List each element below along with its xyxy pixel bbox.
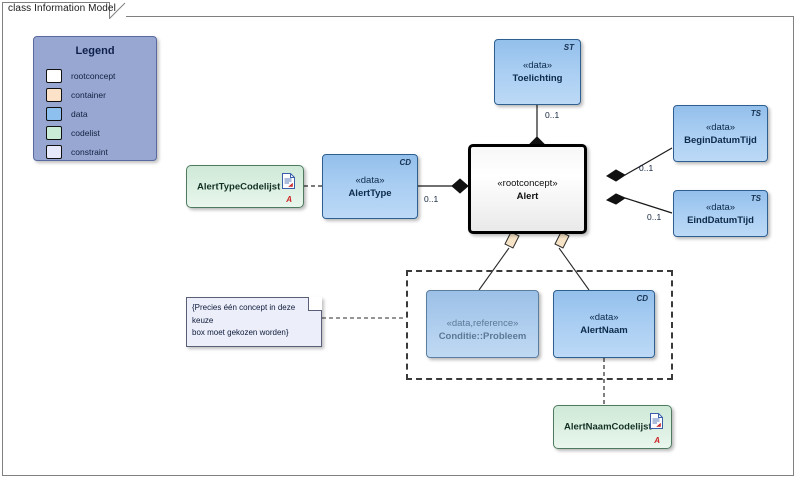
legend-swatch-container xyxy=(46,87,62,102)
node-name-alertnaam: AlertNaam xyxy=(580,325,628,336)
class-node-einddatumtijd[interactable]: TS «data» EindDatumTijd xyxy=(673,190,768,237)
note-fold-corner xyxy=(308,297,322,311)
multiplicity-toelichting: 0..1 xyxy=(545,110,560,120)
diagram-frame xyxy=(2,16,794,476)
node-body-conditie-probleem: «data,reference» Conditie::Probleem xyxy=(427,317,538,343)
node-body-toelichting: «data» Toelichting xyxy=(495,59,580,85)
document-icon xyxy=(282,173,295,194)
diagram-frame-tab xyxy=(2,2,110,18)
legend-panel: Legend rootconcept container data codeli… xyxy=(33,36,157,161)
node-tag-alertnaam: CD xyxy=(636,294,648,303)
multiplicity-alerttype: 0..1 xyxy=(424,194,439,204)
constraint-note-line-1: {Precies één concept in deze keuze xyxy=(192,303,296,325)
diagram-frame-tab-slope xyxy=(109,2,129,19)
node-name-alert: Alert xyxy=(516,191,539,202)
node-stereotype-einddatumtijd: «data» xyxy=(705,201,736,213)
node-stereotype-toelichting: «data» xyxy=(522,60,553,71)
node-stereotype-begindatumtijd: «data» xyxy=(705,121,736,133)
legend-label-data: data xyxy=(71,108,88,119)
multiplicity-einddatumtijd: 0..1 xyxy=(647,212,662,222)
node-body-alertnaam: «data» AlertNaam xyxy=(554,311,654,337)
legend-label-constraint: constraint xyxy=(71,146,108,157)
node-stereotype-alertnaam: «data» xyxy=(589,312,619,323)
multiplicity-begindatumtijd: 0..1 xyxy=(639,163,654,173)
node-tag-begindatumtijd: TS xyxy=(750,109,761,118)
node-body-einddatumtijd: «data» EindDatumTijd xyxy=(674,201,767,227)
legend-item-codelist: codelist xyxy=(46,123,115,142)
class-node-conditie-probleem[interactable]: «data,reference» Conditie::Probleem xyxy=(426,290,539,358)
legend-label-rootconcept: rootconcept xyxy=(71,70,116,81)
node-name-alerttypecodelijst: AlertTypeCodelijst xyxy=(197,181,281,192)
codelist-marker-alerttypecodelijst: A xyxy=(286,195,292,204)
class-node-alertnaam[interactable]: CD «data» AlertNaam xyxy=(553,290,655,358)
legend-label-container: container xyxy=(71,89,106,100)
choice-container-box xyxy=(406,270,673,380)
class-node-alerttype[interactable]: CD «data» AlertType xyxy=(322,154,418,219)
class-node-alertnaamcodelijst[interactable]: AlertNaamCodelijst A xyxy=(553,405,672,449)
node-body-alerttype: «data» AlertType xyxy=(323,174,417,200)
node-name-alertnaamcodelijst: AlertNaamCodelijst xyxy=(564,421,652,433)
class-node-alerttypecodelijst[interactable]: AlertTypeCodelijst A xyxy=(186,165,304,208)
class-node-alert[interactable]: «rootconcept» Alert xyxy=(468,144,587,234)
legend-item-container: container xyxy=(46,85,115,104)
class-node-toelichting[interactable]: ST «data» Toelichting xyxy=(494,39,581,105)
node-name-begindatumtijd: BeginDatumTijd xyxy=(684,134,757,146)
legend-swatch-codelist xyxy=(46,125,62,140)
node-stereotype-conditie-probleem: «data,reference» xyxy=(446,318,519,329)
legend-item-data: data xyxy=(46,104,115,123)
node-tag-alerttype: CD xyxy=(399,158,411,167)
diagram-frame-topline xyxy=(126,16,794,17)
legend-rows: rootconcept container data codelist cons… xyxy=(46,66,115,161)
node-name-alerttype: AlertType xyxy=(348,187,392,199)
legend-item-constraint: constraint xyxy=(46,142,115,161)
node-name-conditie-probleem: Conditie::Probleem xyxy=(438,331,527,342)
legend-label-codelist: codelist xyxy=(71,127,100,138)
constraint-note[interactable]: {Precies één concept in deze keuze box m… xyxy=(186,297,322,347)
codelist-marker-alertnaamcodelijst: A xyxy=(654,436,660,445)
legend-item-rootconcept: rootconcept xyxy=(46,66,115,85)
document-icon xyxy=(650,413,663,434)
node-tag-toelichting: ST xyxy=(563,43,574,52)
node-stereotype-alerttype: «data» xyxy=(355,174,385,186)
constraint-note-text: {Precies één concept in deze keuze box m… xyxy=(192,302,317,340)
legend-swatch-constraint xyxy=(46,144,62,159)
node-name-toelichting: Toelichting xyxy=(512,73,563,84)
diagram-title: class Information Model xyxy=(8,3,116,14)
class-node-begindatumtijd[interactable]: TS «data» BeginDatumTijd xyxy=(673,105,768,162)
legend-swatch-data xyxy=(46,106,62,121)
node-name-einddatumtijd: EindDatumTijd xyxy=(687,214,754,226)
node-body-begindatumtijd: «data» BeginDatumTijd xyxy=(674,121,767,147)
constraint-note-line-2: box moet gekozen worden} xyxy=(192,328,289,337)
node-tag-einddatumtijd: TS xyxy=(750,194,761,203)
legend-title: Legend xyxy=(75,45,115,57)
node-body-alert: «rootconcept» Alert xyxy=(471,177,584,203)
node-stereotype-alert: «rootconcept» xyxy=(497,178,558,189)
legend-swatch-rootconcept xyxy=(46,68,62,83)
